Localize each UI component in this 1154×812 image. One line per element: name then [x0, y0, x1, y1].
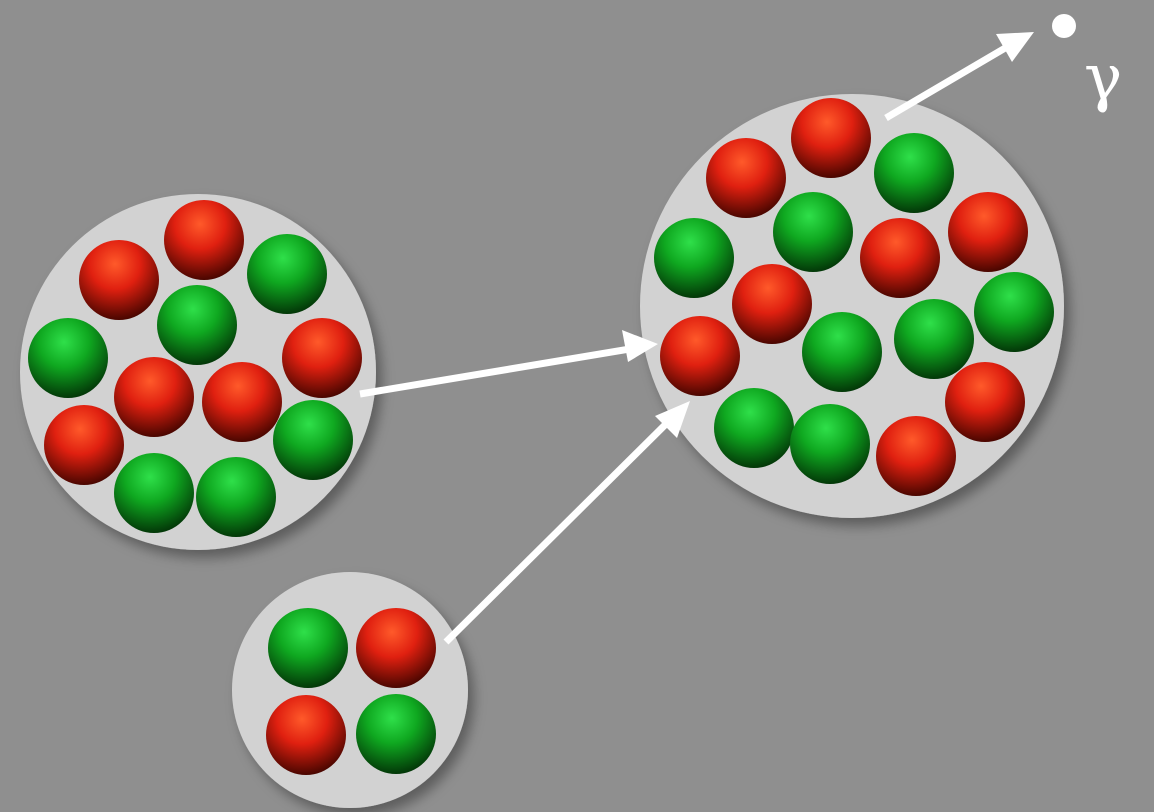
neutron: [268, 608, 348, 688]
proton: [356, 608, 436, 688]
nucleus-small-body: [232, 572, 468, 808]
photon-label: γ: [1084, 41, 1123, 115]
arrowhead-left: [622, 330, 658, 362]
neutron: [356, 694, 436, 774]
proton: [202, 362, 282, 442]
neutron: [894, 299, 974, 379]
proton: [44, 405, 124, 485]
proton: [114, 357, 194, 437]
proton: [660, 316, 740, 396]
proton: [79, 240, 159, 320]
proton: [266, 695, 346, 775]
proton: [876, 416, 956, 496]
proton: [860, 218, 940, 298]
neutron: [114, 453, 194, 533]
neutron: [247, 234, 327, 314]
photon-dot: [1052, 14, 1076, 38]
proton: [282, 318, 362, 398]
arrowhead-small: [655, 401, 690, 438]
arrowhead-photon: [996, 32, 1034, 62]
neutron: [714, 388, 794, 468]
proton: [945, 362, 1025, 442]
neutron: [654, 218, 734, 298]
nucleus-left: [20, 194, 376, 550]
proton: [706, 138, 786, 218]
nucleus-product: [640, 94, 1064, 518]
proton: [732, 264, 812, 344]
neutron: [157, 285, 237, 365]
proton: [164, 200, 244, 280]
arrow-left-to-product: [359, 344, 639, 398]
neutron: [196, 457, 276, 537]
proton: [791, 98, 871, 178]
neutron: [790, 404, 870, 484]
neutron: [874, 133, 954, 213]
arrow-small-to-product: [443, 415, 675, 645]
neutron: [773, 192, 853, 272]
nucleus-small: [232, 572, 468, 808]
neutron: [974, 272, 1054, 352]
neutron: [273, 400, 353, 480]
arrow-photon: [884, 40, 1014, 122]
neutron: [802, 312, 882, 392]
neutron: [28, 318, 108, 398]
proton: [948, 192, 1028, 272]
